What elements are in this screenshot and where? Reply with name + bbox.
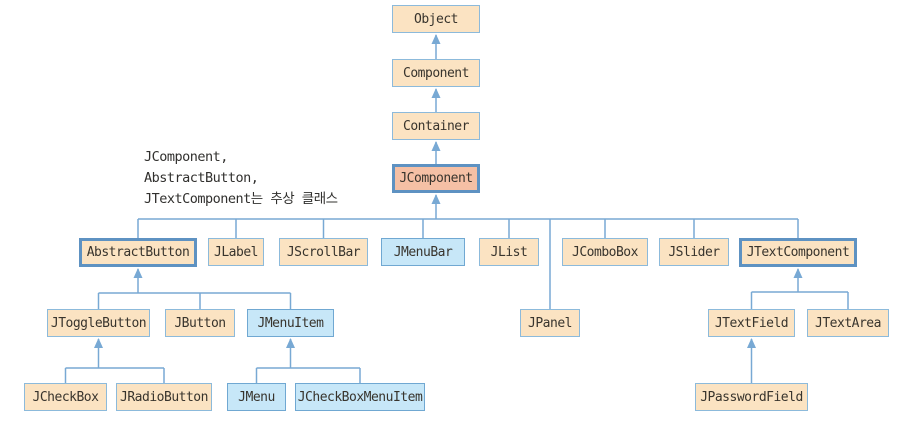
annotation-line-1: JComponent, bbox=[144, 149, 228, 165]
annotation-line-2: AbstractButton, bbox=[144, 170, 259, 186]
class-box-container: Container bbox=[392, 112, 480, 140]
class-box-jtextarea: JTextArea bbox=[807, 309, 889, 337]
edge-jmenuitem bbox=[255, 338, 361, 383]
class-box-jcheckboxmenuitem: JCheckBoxMenuItem bbox=[295, 383, 425, 411]
edge-object bbox=[431, 34, 441, 59]
edge-container bbox=[431, 141, 441, 164]
class-box-jlabel: JLabel bbox=[208, 238, 264, 266]
class-box-jpasswordfield: JPasswordField bbox=[695, 383, 808, 411]
edge-jtextfield bbox=[747, 338, 756, 383]
arrowhead-up bbox=[94, 338, 103, 348]
class-box-jpanel: JPanel bbox=[520, 309, 580, 337]
class-box-jtextfield: JTextField bbox=[708, 309, 795, 337]
class-box-jcomponent: JComponent bbox=[392, 164, 480, 193]
arrowhead-up bbox=[747, 338, 756, 348]
class-box-jslider: JSlider bbox=[659, 238, 729, 266]
annotation-abstract-classes: JComponent, AbstractButton, JTextCompone… bbox=[144, 147, 338, 210]
class-box-jmenu: JMenu bbox=[227, 383, 286, 411]
class-box-jradiobutton: JRadioButton bbox=[116, 383, 212, 411]
edge-jtextcomponent bbox=[750, 268, 849, 309]
arrowhead-up bbox=[133, 268, 143, 278]
class-box-jmenuitem: JMenuItem bbox=[247, 309, 334, 337]
class-box-component: Component bbox=[392, 59, 480, 87]
arrowhead-up bbox=[431, 34, 441, 44]
class-box-jmenubar: JMenuBar bbox=[381, 238, 465, 266]
class-box-abstractbutton: AbstractButton bbox=[79, 238, 197, 267]
class-box-jcombobox: JComboBox bbox=[562, 238, 648, 266]
class-box-jtogglebutton: JToggleButton bbox=[47, 309, 150, 337]
class-box-jbutton: JButton bbox=[165, 309, 235, 337]
class-box-jlist: JList bbox=[479, 238, 539, 266]
arrowhead-up bbox=[431, 88, 441, 98]
arrowhead-up bbox=[286, 338, 295, 348]
arrowhead-up bbox=[431, 141, 441, 151]
annotation-line-3: JTextComponent는 추상 클래스 bbox=[144, 191, 338, 207]
edge-jtogglebutton bbox=[64, 338, 165, 383]
class-box-object: Object bbox=[392, 5, 480, 33]
arrowhead-up bbox=[793, 268, 803, 278]
edge-jcomponent bbox=[137, 194, 799, 309]
edge-component bbox=[431, 88, 441, 112]
class-box-jscrollbar: JScrollBar bbox=[279, 238, 368, 266]
class-box-jcheckbox: JCheckBox bbox=[24, 383, 107, 411]
arrowhead-up bbox=[431, 194, 441, 204]
edge-abstractbutton bbox=[97, 268, 292, 309]
class-box-jtextcomponent: JTextComponent bbox=[739, 238, 857, 267]
